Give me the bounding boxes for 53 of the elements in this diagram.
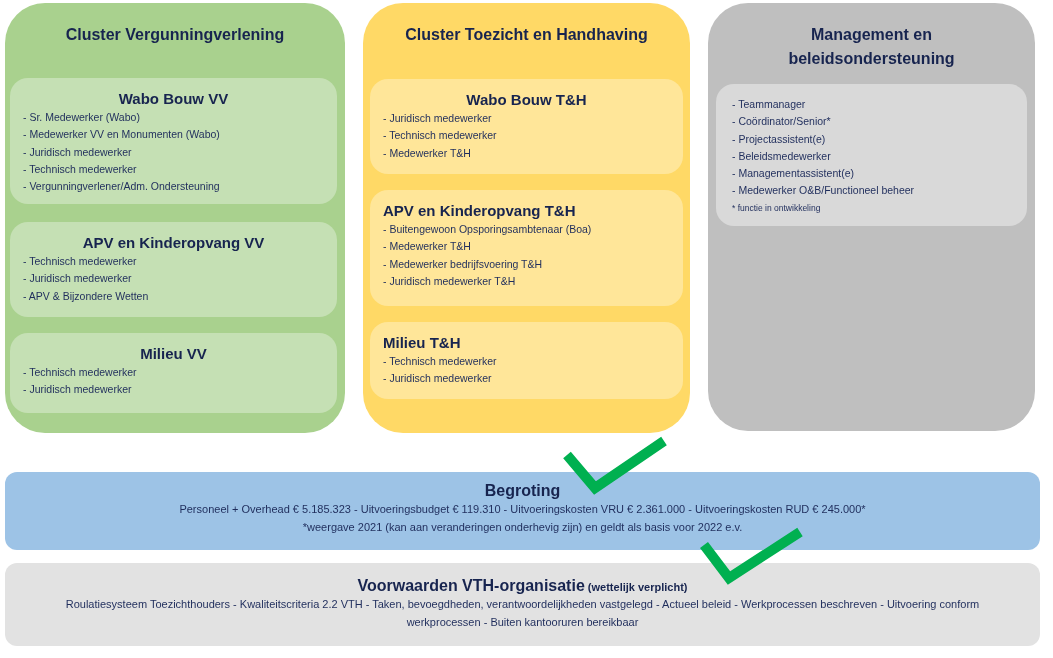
band-heading: Voorwaarden VTH-organisatie xyxy=(357,577,585,594)
role-item: - APV & Bijzondere Wetten xyxy=(23,288,149,304)
cluster-panel xyxy=(363,3,690,433)
team-card xyxy=(370,190,683,306)
band-text: *weergave 2021 (kan aan veranderingen onderhevig zijn) en geldt als basis voor 2022 e.v. xyxy=(301,520,744,535)
role-item: - Managementassistent(e) xyxy=(732,166,854,182)
info-band xyxy=(5,472,1040,550)
team-heading: Milieu T&H xyxy=(383,334,461,351)
role-item: - Juridisch medewerker T&H xyxy=(383,273,516,289)
band-heading: Begroting xyxy=(484,482,561,499)
role-item: - Juridisch medewerker xyxy=(383,111,492,126)
role-item: - Technisch medewerker xyxy=(383,128,497,144)
role-item: - Technisch medewerker xyxy=(23,254,137,269)
role-item: - Medewerker T&H xyxy=(383,239,471,255)
cluster-panel xyxy=(5,3,345,433)
heading-note: (wettelijk verplicht) xyxy=(586,581,688,593)
team-card xyxy=(10,333,337,413)
team-card xyxy=(370,322,683,399)
team-heading: APV en Kinderopvang T&H xyxy=(383,202,576,219)
role-item: - Technisch medewerker xyxy=(23,365,137,380)
role-item: - Vergunningverlener/Adm. Ondersteuning xyxy=(23,179,220,195)
role-item: - Coördinator/Senior* xyxy=(732,114,831,130)
cluster-title: Cluster Toezicht en Handhaving xyxy=(404,25,649,45)
role-list-card xyxy=(716,84,1027,226)
band-text: Roulatiesysteem Toezichthouders - Kwaliteitscriteria 2.2 VTH - Taken, bevoegdheden, verantwoordelijkheden vastgelegd - Actueel beleid - Werkprocessen beschreven - Uitvoering conform werkprocessen - Buiten kantooruren bereikbaar xyxy=(64,597,981,630)
team-heading: Wabo Bouw VV xyxy=(118,90,229,107)
role-item: - Juridisch medewerker xyxy=(23,271,132,287)
role-item: - Teammanager xyxy=(732,97,806,112)
role-item: - Sr. Medewerker (Wabo) xyxy=(23,110,140,125)
band-text: Personeel + Overhead € 5.185.323 - Uitvoeringsbudget € 119.310 - Uitvoeringskosten VRU € 2.361.000 - Uitvoeringskosten RUD € 245.000* xyxy=(178,502,867,517)
role-item: - Technisch medewerker xyxy=(23,161,137,177)
team-heading: APV en Kinderopvang VV xyxy=(82,234,265,251)
cluster-title: Management en beleidsondersteuning xyxy=(787,25,956,69)
footnote: * functie in ontwikkeling xyxy=(732,201,821,215)
role-item: - Beleidsmedewerker xyxy=(732,148,831,164)
role-item: - Juridisch medewerker xyxy=(23,144,132,160)
cluster-panel xyxy=(708,3,1035,431)
role-item: - Medewerker T&H xyxy=(383,145,471,161)
role-item: - Projectassistent(e) xyxy=(732,131,826,147)
team-heading: Wabo Bouw T&H xyxy=(466,91,587,108)
role-item: - Medewerker O&B/Functioneel beheer xyxy=(732,183,915,199)
role-item: - Medewerker bedrijfsvoering T&H xyxy=(383,256,543,272)
team-card xyxy=(10,78,337,204)
role-item: - Juridisch medewerker xyxy=(383,371,492,387)
role-item: - Medewerker VV en Monumenten (Wabo) xyxy=(23,127,220,143)
role-item: - Juridisch medewerker xyxy=(23,382,132,398)
role-item: - Technisch medewerker xyxy=(383,354,497,369)
team-heading: Milieu VV xyxy=(140,345,207,362)
team-card xyxy=(10,222,337,317)
info-band xyxy=(5,563,1040,646)
cluster-title: Cluster Vergunningverlening xyxy=(64,25,286,45)
role-item: - Buitengewoon Opsporingsambtenaar (Boa) xyxy=(383,222,592,237)
team-card xyxy=(370,79,683,174)
